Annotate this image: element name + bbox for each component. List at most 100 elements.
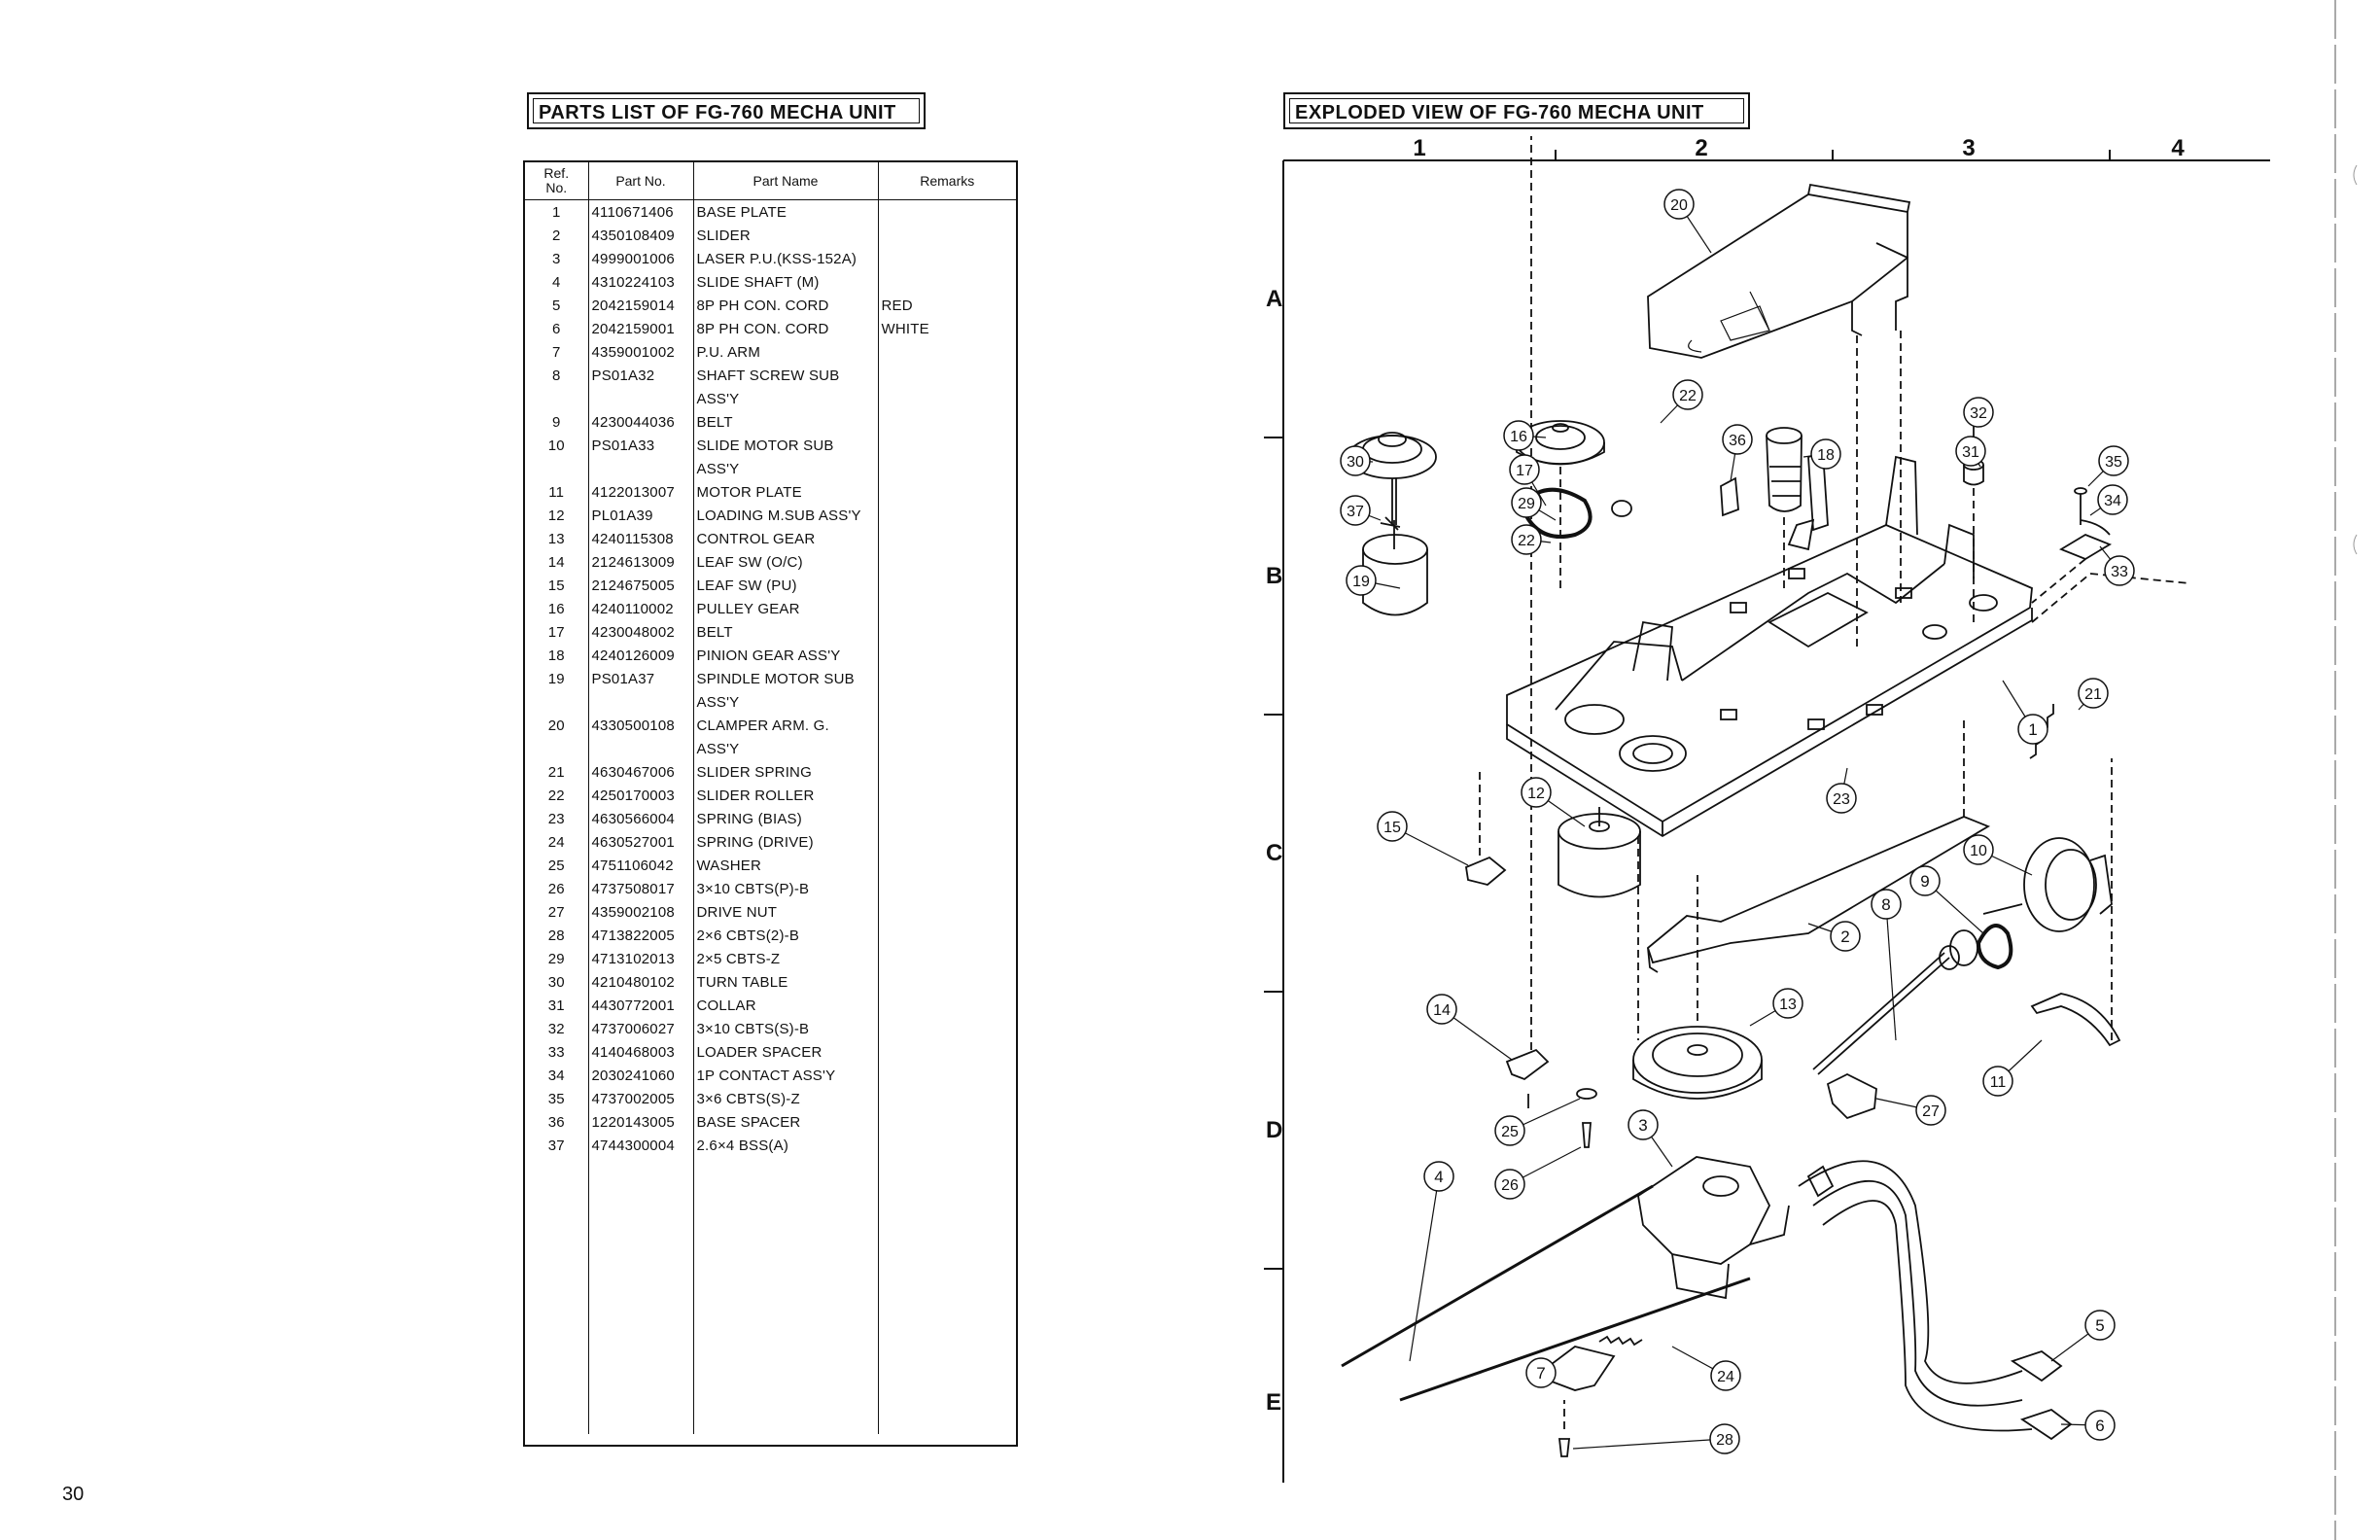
cell-part-no: 4230048002 xyxy=(588,620,694,644)
cell-part-name: SLIDE SHAFT (M) xyxy=(693,270,879,294)
cell-part-no: 4310224103 xyxy=(588,270,694,294)
exploded-view-title: EXPLODED VIEW OF FG-760 MECHA UNIT xyxy=(1283,92,1750,129)
cell-remarks xyxy=(878,270,1016,294)
callout-number: 8 xyxy=(1881,895,1890,914)
cell-part-name: BELT xyxy=(693,620,879,644)
spring-drive xyxy=(1598,1335,1643,1347)
callout-leader xyxy=(1572,1438,1726,1450)
cell-part-no: 4999001006 xyxy=(588,247,694,270)
cell-remarks xyxy=(878,620,1016,644)
table-row: ASS'Y xyxy=(525,737,1016,760)
cell-ref: 29 xyxy=(525,947,589,970)
cell-part-no: 4359001002 xyxy=(588,340,694,364)
cell-remarks xyxy=(878,247,1016,270)
cell-part-name: LASER P.U.(KSS-152A) xyxy=(693,247,879,270)
callout-number: 11 xyxy=(1990,1074,2007,1091)
grid-column-label: 4 xyxy=(2171,136,2185,161)
clamper-arm xyxy=(1647,183,1911,651)
cell-part-name: 1P CONTACT ASS'Y xyxy=(693,1064,879,1087)
cell-ref: 8 xyxy=(525,364,589,387)
cell-part-name: LEAF SW (PU) xyxy=(693,574,879,597)
cell-part-name: LEAF SW (O/C) xyxy=(693,550,879,574)
callout-number: 2 xyxy=(1840,928,1849,946)
cell-ref: 24 xyxy=(525,830,589,854)
empty-cell xyxy=(525,1157,589,1434)
grid-frame xyxy=(1282,159,2270,1483)
callout-circle xyxy=(1503,420,1534,451)
callout-number: 13 xyxy=(1779,997,1797,1013)
slide-motor xyxy=(1982,837,2113,932)
callout-circle xyxy=(1909,865,1941,896)
callout-circle xyxy=(1963,397,1994,428)
cell-remarks: WHITE xyxy=(881,320,929,337)
callout-circle xyxy=(1982,1066,2013,1097)
callout-circle xyxy=(1494,1169,1525,1200)
cell-part-name: 8P PH CON. CORD xyxy=(693,317,879,340)
callout-circle xyxy=(2104,555,2135,586)
callout-circle xyxy=(1511,487,1542,518)
cell-part-no: 4430772001 xyxy=(588,994,694,1017)
grid-column-label: 1 xyxy=(1413,136,1425,161)
cell-part-no: 4122013007 xyxy=(588,480,694,504)
cell-part-no: 4737006027 xyxy=(588,1017,694,1040)
cell-part-no: 2124613009 xyxy=(588,550,694,574)
callout-circle xyxy=(1915,1095,1946,1126)
cell-part-no: 4630527001 xyxy=(588,830,694,854)
header-ref: Ref.No. xyxy=(525,162,589,200)
cell-part-no: 4240115308 xyxy=(588,527,694,550)
callout-number: 16 xyxy=(1510,429,1527,445)
cell-remarks xyxy=(878,947,1016,970)
cell-ref: 1 xyxy=(525,199,589,224)
slider-spring xyxy=(2029,573,2190,759)
screw-37 xyxy=(1380,516,1401,531)
laser-pickup xyxy=(1637,1156,1790,1300)
cell-remarks xyxy=(878,1134,1016,1157)
cell-ref: 14 xyxy=(525,550,589,574)
callout-number: 22 xyxy=(1679,388,1697,404)
cell-part-no xyxy=(588,387,694,410)
callout-number: 26 xyxy=(1501,1177,1519,1194)
callout-number: 22 xyxy=(1518,533,1535,549)
callout-number: 7 xyxy=(1536,1364,1545,1382)
cell-part-name: BELT xyxy=(693,410,879,434)
motor-plate xyxy=(2030,993,2121,1047)
callout-circle xyxy=(1340,495,1371,526)
cell-remarks xyxy=(878,900,1016,924)
cell-part-no: PS01A32 xyxy=(588,364,694,387)
callout-circle xyxy=(2084,1310,2116,1341)
cell-part-name: 2.6×4 BSS(A) xyxy=(693,1134,879,1157)
cell-remarks xyxy=(878,854,1016,877)
cell-part-no: 4250170003 xyxy=(588,784,694,807)
cell-ref xyxy=(525,690,589,714)
callout-circle xyxy=(1810,438,1841,470)
cell-ref: 18 xyxy=(525,644,589,667)
callout-circle xyxy=(1709,1423,1740,1454)
callout-circle xyxy=(1521,777,1552,808)
grid-row-label: D xyxy=(1266,1117,1282,1143)
cell-part-no: 2042159014 xyxy=(588,294,694,317)
cell-remarks xyxy=(878,877,1016,900)
cell-remarks: RED xyxy=(881,297,913,314)
exploded-view-title-text: EXPLODED VIEW OF FG-760 MECHA UNIT xyxy=(1295,102,1704,123)
callout-number: 9 xyxy=(1920,872,1929,891)
cell-ref: 10 xyxy=(525,434,589,457)
cell-ref: 34 xyxy=(525,1064,589,1087)
loading-motor xyxy=(1558,807,1641,1040)
cell-ref: 33 xyxy=(525,1040,589,1064)
slide-shaft-lower xyxy=(1399,1277,1751,1402)
header-remarks: Remarks xyxy=(878,162,1016,200)
spindle-motor xyxy=(1362,520,1428,616)
